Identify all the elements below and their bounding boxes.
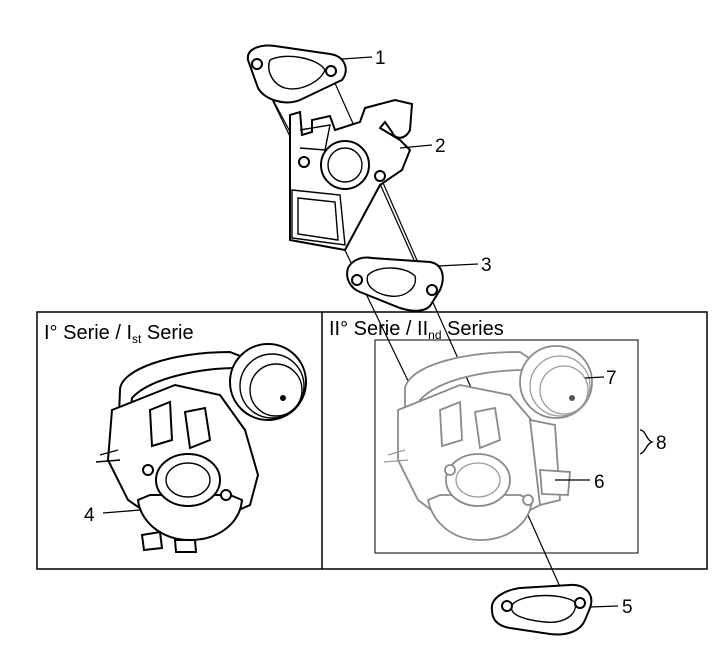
callout-1: 1 [375, 48, 386, 69]
carburetor-insulator [289, 98, 414, 252]
series-panel-frame [36, 311, 708, 570]
right-panel-title: II° Serie / IInd Series [329, 318, 504, 342]
left-panel-title: I° Serie / Ist Serie [44, 322, 194, 346]
callout-3: 3 [481, 255, 492, 276]
vent-cap-second-series [519, 345, 593, 419]
carburetor-second-series [383, 351, 571, 541]
kit-group-box [374, 339, 639, 554]
vent-cap-first-series [229, 343, 307, 421]
top-gasket [246, 44, 347, 104]
callout-8: 8 [656, 433, 667, 454]
callout-2: 2 [435, 136, 446, 157]
leader-lines [102, 56, 655, 608]
bottom-gasket [490, 583, 593, 636]
carburetor-first-series [95, 350, 260, 553]
callout-4: 4 [84, 505, 95, 526]
callout-7: 7 [606, 368, 617, 389]
middle-gasket [346, 256, 444, 312]
callout-5: 5 [622, 597, 633, 618]
callout-6: 6 [594, 472, 605, 493]
